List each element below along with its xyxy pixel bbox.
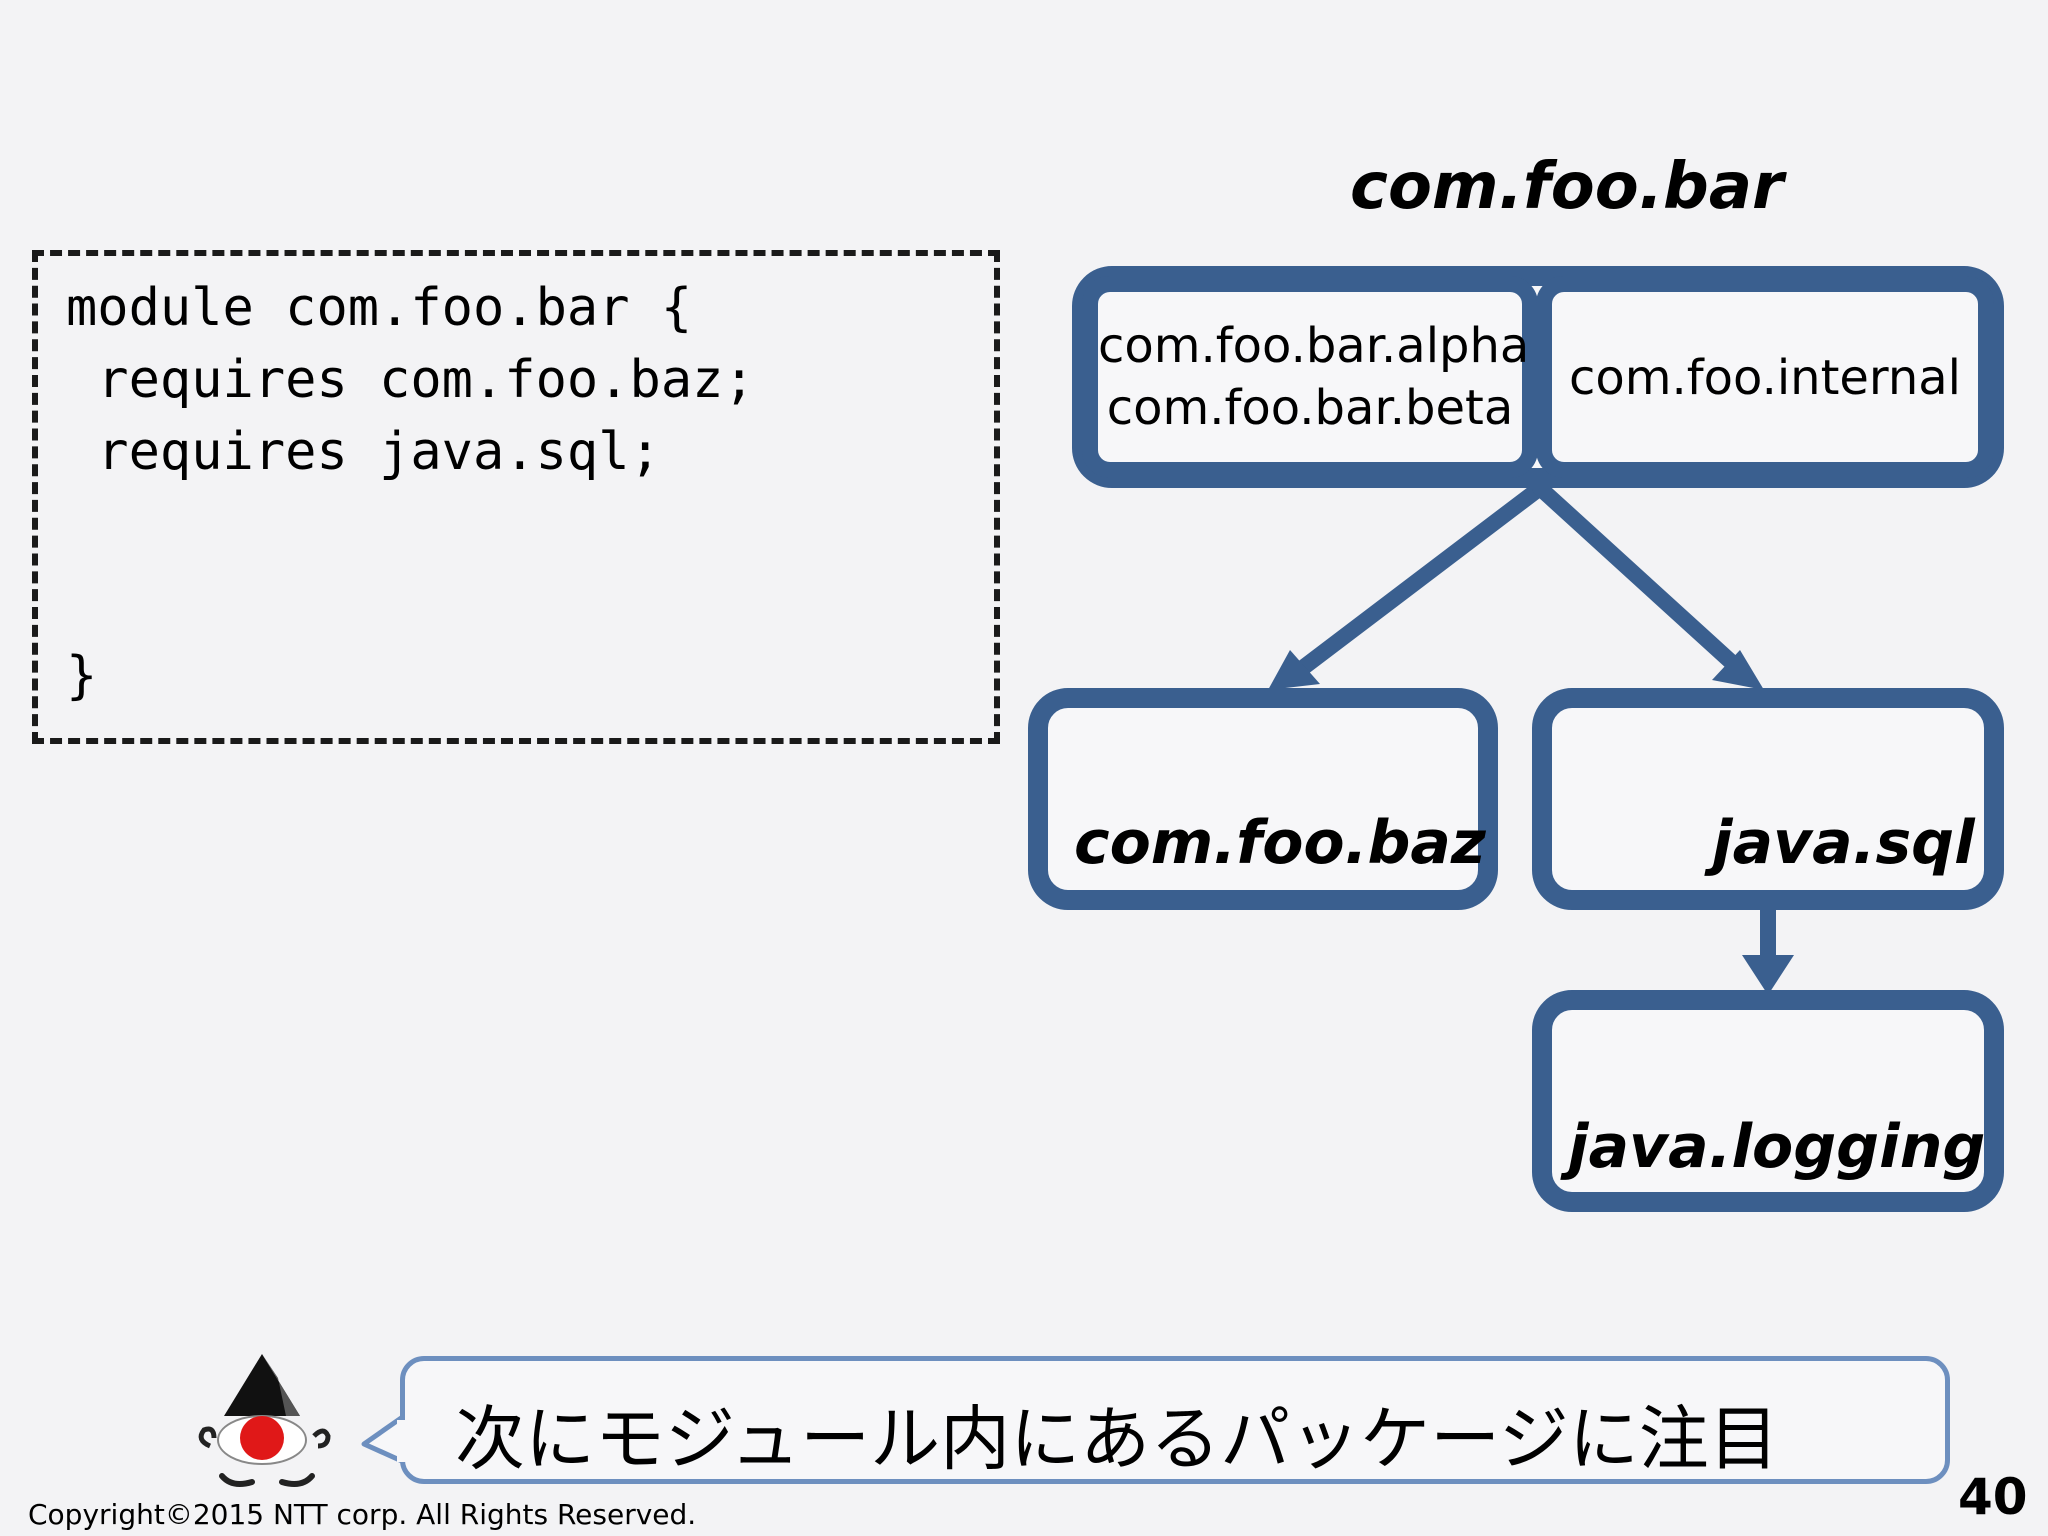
package-internal: com.foo.internal: [1569, 350, 1961, 406]
module-label-java-logging: java.logging: [1568, 1112, 1986, 1182]
page-number: 40: [1958, 1468, 2028, 1526]
code-line-4: }: [66, 646, 98, 706]
bubble-text: 次にモジュール内にあるパッケージに注目: [455, 1398, 1779, 1480]
module-box-com-foo-baz: [1028, 688, 1498, 910]
module-label-java-sql: java.sql: [1712, 808, 1975, 878]
package-alpha: com.foo.bar.alpha: [1098, 318, 1530, 374]
copyright-text: Copyright©2015 NTT corp. All Rights Rese…: [28, 1498, 697, 1531]
package-box-left: [1082, 276, 1538, 478]
code-line-3: requires java.sql;: [66, 422, 661, 482]
code-line-1: module com.foo.bar {: [66, 278, 693, 338]
arrowhead-baz: [1268, 650, 1320, 690]
arrowhead-logging: [1742, 955, 1794, 995]
module-title: com.foo.bar: [1350, 150, 1784, 224]
code-line-2: requires com.foo.baz;: [66, 350, 755, 410]
module-box-java-sql: [1532, 688, 2004, 910]
code-box: module com.foo.bar { requires com.foo.ba…: [32, 250, 1000, 744]
arrowhead-sql: [1712, 650, 1764, 690]
arrow-to-sql: [1532, 480, 1748, 678]
duke-mascot-icon: [198, 1354, 331, 1487]
speech-bubble: 次にモジュール内にあるパッケージに注目: [400, 1356, 1950, 1484]
module-box-java-logging: [1532, 990, 2004, 1212]
module-label-com-foo-baz: com.foo.baz: [1074, 808, 1486, 878]
package-box-right: [1536, 276, 1994, 478]
arrow-to-baz: [1292, 480, 1548, 678]
bubble-tail-join: [397, 1420, 409, 1462]
package-beta: com.foo.bar.beta: [1106, 380, 1514, 436]
